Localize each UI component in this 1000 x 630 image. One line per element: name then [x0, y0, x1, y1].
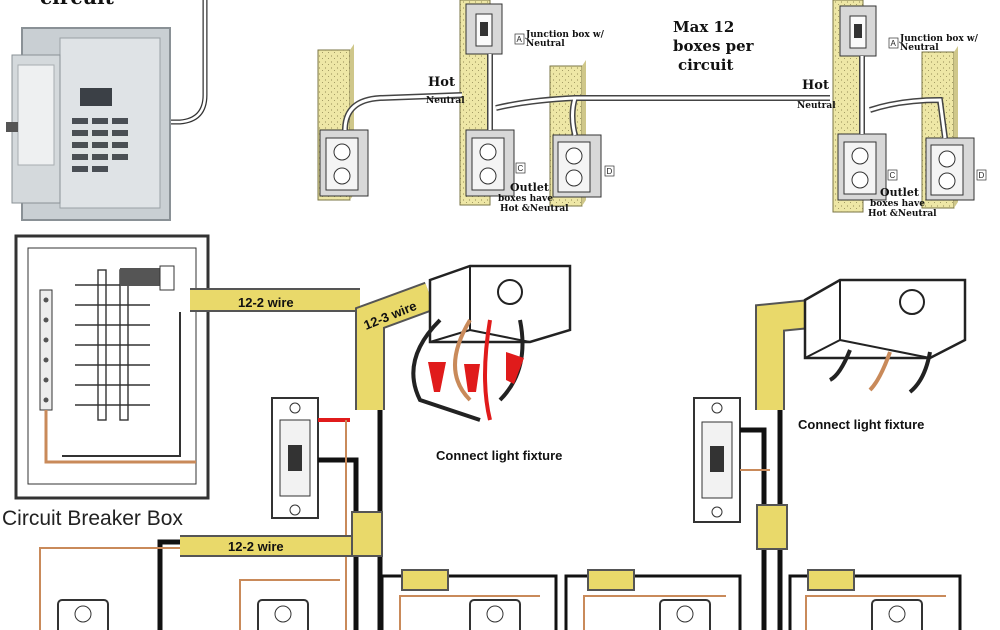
- connect-fixture-label-1: Connect light fixture: [436, 448, 562, 463]
- wire-12-2-label-bottom: 12-2 wire: [228, 539, 284, 554]
- neutral-label-2: Neutral: [797, 101, 836, 111]
- box-letter-a2: A: [888, 37, 899, 49]
- svg-text:D: D: [979, 171, 985, 180]
- outlet-bottom-2: [257, 599, 309, 630]
- outlet-box-d: [552, 134, 602, 198]
- box-letter-a: A: [514, 33, 525, 45]
- light-fixture-box-1: [428, 264, 572, 344]
- neutral-label-1: Neutral: [426, 96, 465, 106]
- light-fixture-box-2: [803, 278, 967, 360]
- junction-label-1: Junction box w/: [525, 30, 605, 40]
- breaker-box-label: Circuit Breaker Box: [2, 507, 183, 530]
- bottom-outlets: [57, 599, 923, 630]
- junction-label-2: Junction box w/: [899, 34, 979, 44]
- box-letter-c: C: [515, 162, 526, 174]
- outlet-line-3: Hot &Neutral: [500, 204, 569, 214]
- top-cables-left: [342, 54, 830, 136]
- outlet-line-1b: Outlet: [880, 186, 920, 199]
- outlet-box-d2: [925, 137, 975, 201]
- svg-text:C: C: [518, 164, 524, 173]
- outlet-line-2: boxes have: [498, 194, 553, 204]
- outlet-line-2b: boxes have: [870, 199, 925, 209]
- light-switch-1: [271, 397, 319, 519]
- junction-box-switch-b: [839, 5, 877, 57]
- svg-text:C: C: [890, 171, 896, 180]
- cable-12-3: [355, 281, 436, 410]
- hot-label-2: Hot: [802, 78, 829, 93]
- cable-12-2-bottom: [180, 511, 383, 557]
- outlet-line-1: Outlet: [510, 181, 550, 194]
- max-line-1: Max 12: [673, 18, 734, 36]
- outlet-line-3b: Hot &Neutral: [868, 209, 937, 219]
- light-switch-2: [693, 397, 741, 523]
- fixture-1-wires: [411, 318, 525, 422]
- svg-text:D: D: [607, 167, 613, 176]
- junction-box-switch-a: [465, 3, 503, 55]
- max-line-3: circuit: [678, 56, 733, 74]
- breaker-panel-photo: [6, 0, 208, 221]
- box-letter-d2: D: [976, 169, 987, 181]
- circuit-breaker-box: [14, 234, 210, 500]
- outlet-bottom-3: [469, 599, 521, 630]
- cable-clamp-right: [756, 504, 788, 550]
- outlet-box-c: [465, 129, 515, 197]
- outlet-box-c2: [837, 133, 887, 201]
- connect-fixture-label-2: Connect light fixture: [798, 417, 924, 432]
- max-line-2: boxes per: [673, 37, 755, 55]
- fixture-2-wires: [828, 349, 932, 394]
- box-letter-d: D: [604, 165, 615, 177]
- svg-text:A: A: [891, 39, 897, 48]
- outlet-bottom-5: [871, 599, 923, 630]
- wire-nuts-1: [428, 352, 524, 392]
- outlet-box-1: [319, 129, 369, 197]
- outlet-bottom-4: [659, 599, 711, 630]
- junction-label-1b: Neutral: [526, 39, 565, 49]
- panel-caption: circuit: [40, 0, 115, 9]
- wire-12-2-label-top: 12-2 wire: [238, 295, 294, 310]
- outlet-bottom-1: [57, 599, 109, 630]
- junction-label-2b: Neutral: [900, 43, 939, 53]
- hot-label-1: Hot: [428, 75, 455, 90]
- box-letter-c2: C: [887, 169, 898, 181]
- svg-text:A: A: [517, 35, 523, 44]
